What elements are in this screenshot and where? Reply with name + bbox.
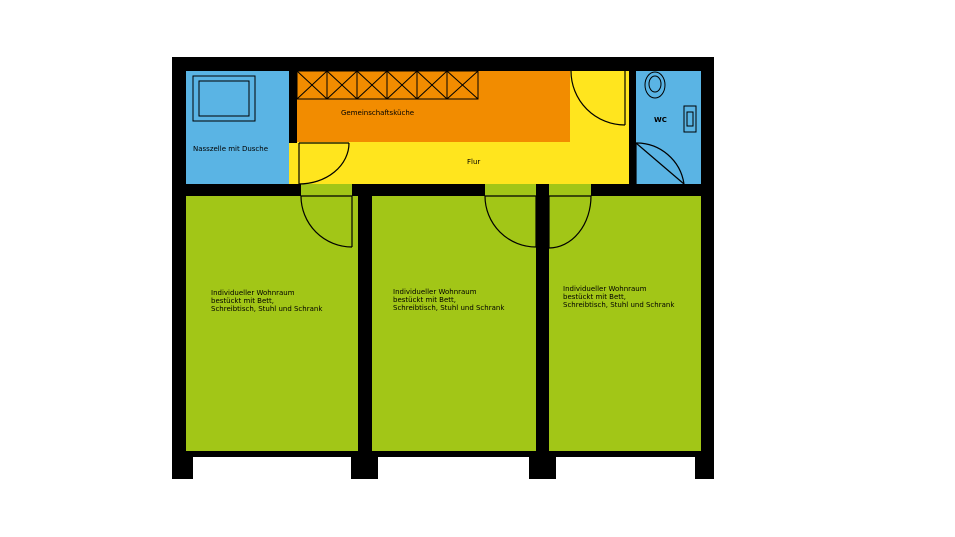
window-living-1 — [193, 457, 351, 479]
door-opening-living-1 — [301, 184, 352, 196]
door-swing-wc — [635, 142, 685, 185]
door-opening-living-2 — [485, 184, 536, 196]
label-living-3-line2: bestückt mit Bett, — [563, 293, 626, 301]
door-swing-living-3 — [548, 195, 592, 249]
label-living-3-line1: Individueller Wohnraum — [563, 285, 647, 293]
kitchen-cabinet-icon — [296, 70, 479, 100]
label-living-3-line3: Schreibtisch, Stuhl und Schrank — [563, 301, 675, 309]
window-living-2 — [378, 457, 529, 479]
room-living-1 — [186, 196, 358, 451]
door-opening-living-3 — [549, 184, 591, 196]
toilet-icon — [644, 71, 666, 99]
label-bathroom: Nasszelle mit Dusche — [193, 145, 268, 153]
wall-bath-kitchen — [289, 71, 297, 143]
door-swing-kitchen-hall — [570, 65, 626, 126]
room-living-3 — [549, 196, 701, 451]
label-wc: WC — [654, 116, 667, 124]
room-bathroom — [186, 71, 289, 184]
wall-middle — [186, 184, 701, 196]
sink-icon — [683, 105, 697, 133]
label-living-1-line1: Individueller Wohnraum — [211, 289, 295, 297]
room-wc — [636, 71, 701, 184]
door-swing-living-1 — [300, 195, 353, 248]
shower-tray-icon — [192, 75, 256, 122]
label-kitchen: Gemeinschaftsküche — [341, 109, 414, 117]
door-swing-living-2 — [484, 195, 537, 248]
label-living-2-line3: Schreibtisch, Stuhl und Schrank — [393, 304, 505, 312]
label-living-1-line2: bestückt mit Bett, — [211, 297, 274, 305]
label-living-1-line3: Schreibtisch, Stuhl und Schrank — [211, 305, 323, 313]
door-opening-bathroom — [289, 143, 299, 184]
window-living-3 — [556, 457, 695, 479]
room-living-2 — [372, 196, 536, 451]
wall-hall-wc — [629, 71, 636, 184]
label-living-2-line1: Individueller Wohnraum — [393, 288, 477, 296]
label-hallway: Flur — [467, 158, 480, 166]
label-living-2-line2: bestückt mit Bett, — [393, 296, 456, 304]
door-swing-bathroom — [298, 142, 350, 185]
